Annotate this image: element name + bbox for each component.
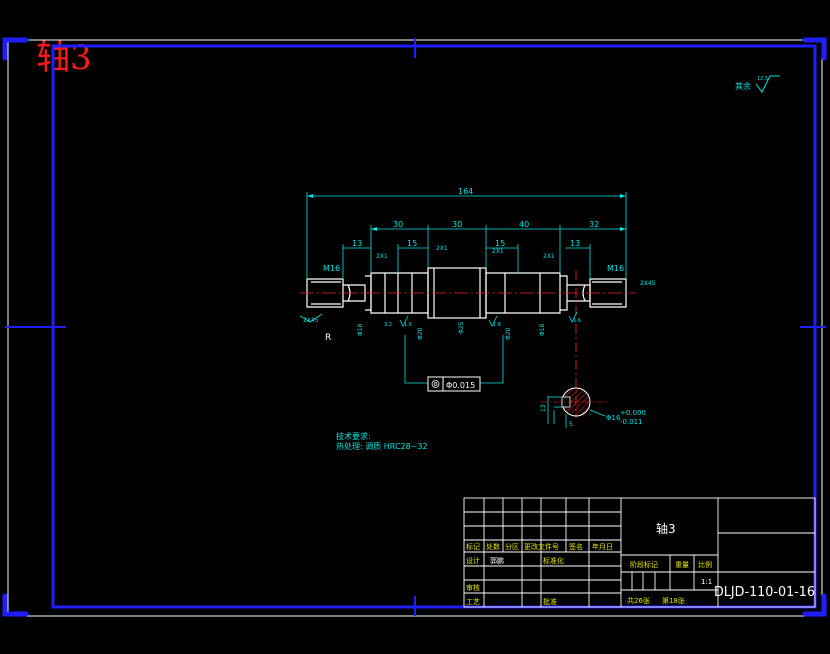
tb-review-label: 审核 xyxy=(466,583,480,592)
tb-approve-label: 批准 xyxy=(543,597,557,606)
tb-sheet-no: 第18张 xyxy=(662,596,685,605)
inner-border xyxy=(51,44,817,609)
title-block-part-name: 轴3 xyxy=(656,521,676,536)
title-block-headers: 标记 处数 分区 更改文件号 签名 年月日 设计 标准化 阶段标记 重量 比例 … xyxy=(466,542,712,606)
dim-seg-40: 40 xyxy=(519,220,529,229)
tb-header-mark: 标记 xyxy=(466,542,480,551)
chamfer-mid-right: 2X1 xyxy=(492,248,504,255)
dia-b: Φ20 xyxy=(417,327,424,340)
geometric-tolerance-frame: Φ0.015 xyxy=(427,376,481,392)
rough-2: 1.6 xyxy=(493,322,501,328)
tb-standard-label: 标准化 xyxy=(543,556,564,565)
tech-notes-line1: 热处理: 调质 HRC28~32 xyxy=(336,441,428,451)
tb-designer-name: 郭鹏 xyxy=(490,556,504,565)
end-chamfer-right: 2X45 xyxy=(640,280,656,287)
section-view: Φ16 +0.000 -0.011 13 5 xyxy=(540,387,646,428)
corner-bracket-tl xyxy=(2,37,29,61)
tb-scale-value: 1:1 xyxy=(701,578,712,586)
rough-4: 3.2 xyxy=(384,322,392,328)
tb-header-sign: 签名 xyxy=(569,542,583,551)
dim-overall: 164 xyxy=(458,187,473,196)
roughness-note-label: 其余 xyxy=(735,81,751,91)
key-width: 5 xyxy=(569,421,573,428)
corner-bracket-br xyxy=(802,593,827,617)
dia-c: Φ25 xyxy=(458,321,465,334)
tb-scale-label: 比例 xyxy=(698,560,712,569)
tb-header-date: 年月日 xyxy=(592,542,613,551)
outer-frame xyxy=(7,39,823,617)
concentricity-icon xyxy=(431,380,440,388)
title-block xyxy=(463,497,816,608)
dim-seg-30b: 30 xyxy=(452,220,462,229)
dia-a: Φ18 xyxy=(357,323,364,336)
tb-header-count: 处数 xyxy=(486,542,500,551)
thread-right-label: M16 xyxy=(607,264,624,273)
dim-right-13: 13 xyxy=(570,239,580,248)
dim-seg-32: 32 xyxy=(589,220,599,229)
tb-header-zone: 分区 xyxy=(505,542,519,551)
roughness-symbol-icon xyxy=(755,75,780,93)
chamfer-left: 2X1 xyxy=(376,253,388,260)
rough-1: 1.6 xyxy=(404,322,412,328)
radius-label: R xyxy=(325,333,331,343)
dim-left-13: 13 xyxy=(352,239,362,248)
key-depth: 13 xyxy=(540,404,547,412)
section-tol-lower: -0.011 xyxy=(620,418,643,426)
dia-e: Φ18 xyxy=(539,323,546,336)
dim-right-15: 15 xyxy=(495,239,505,248)
end-chamfer-left: 2X45 xyxy=(303,317,319,324)
tb-weight-label: 重量 xyxy=(675,561,689,569)
tb-process-label: 工艺 xyxy=(466,598,480,606)
tb-design-label: 设计 xyxy=(466,556,480,565)
roughness-note-value: 12.5 xyxy=(757,76,768,82)
tb-drawing-number: DLJD-110-01-16 xyxy=(714,585,815,600)
thread-left-label: M16 xyxy=(323,264,340,273)
corner-bracket-bl xyxy=(2,593,29,617)
tb-sheets-total: 共26张 xyxy=(627,596,650,605)
centering-marks xyxy=(5,38,826,616)
tb-stage-label: 阶段标记 xyxy=(630,560,658,569)
tolerance-value: Φ0.015 xyxy=(446,381,475,390)
section-tol-upper: +0.000 xyxy=(620,409,646,417)
dia-d: Φ20 xyxy=(505,327,512,340)
dimension-lines xyxy=(306,192,627,384)
dimension-arrows xyxy=(307,194,626,231)
tb-header-doc: 更改文件号 xyxy=(524,542,559,551)
diameter-labels: Φ18 Φ20 Φ25 Φ20 Φ18 xyxy=(357,321,546,340)
rough-3: 1.6 xyxy=(573,318,581,324)
corner-bracket-tr xyxy=(802,37,827,61)
dim-seg-30a: 30 xyxy=(393,220,403,229)
chamfer-right: 2X1 xyxy=(543,253,555,260)
roughness-marks: 1.6 1.6 1.6 3.2 xyxy=(299,311,581,328)
corner-brackets xyxy=(2,37,827,617)
dim-left-15: 15 xyxy=(407,239,417,248)
chamfer-mid-left: 2X1 xyxy=(436,245,448,252)
section-diameter: Φ16 xyxy=(606,414,621,422)
tech-notes-heading: 技术要求: xyxy=(336,431,371,441)
